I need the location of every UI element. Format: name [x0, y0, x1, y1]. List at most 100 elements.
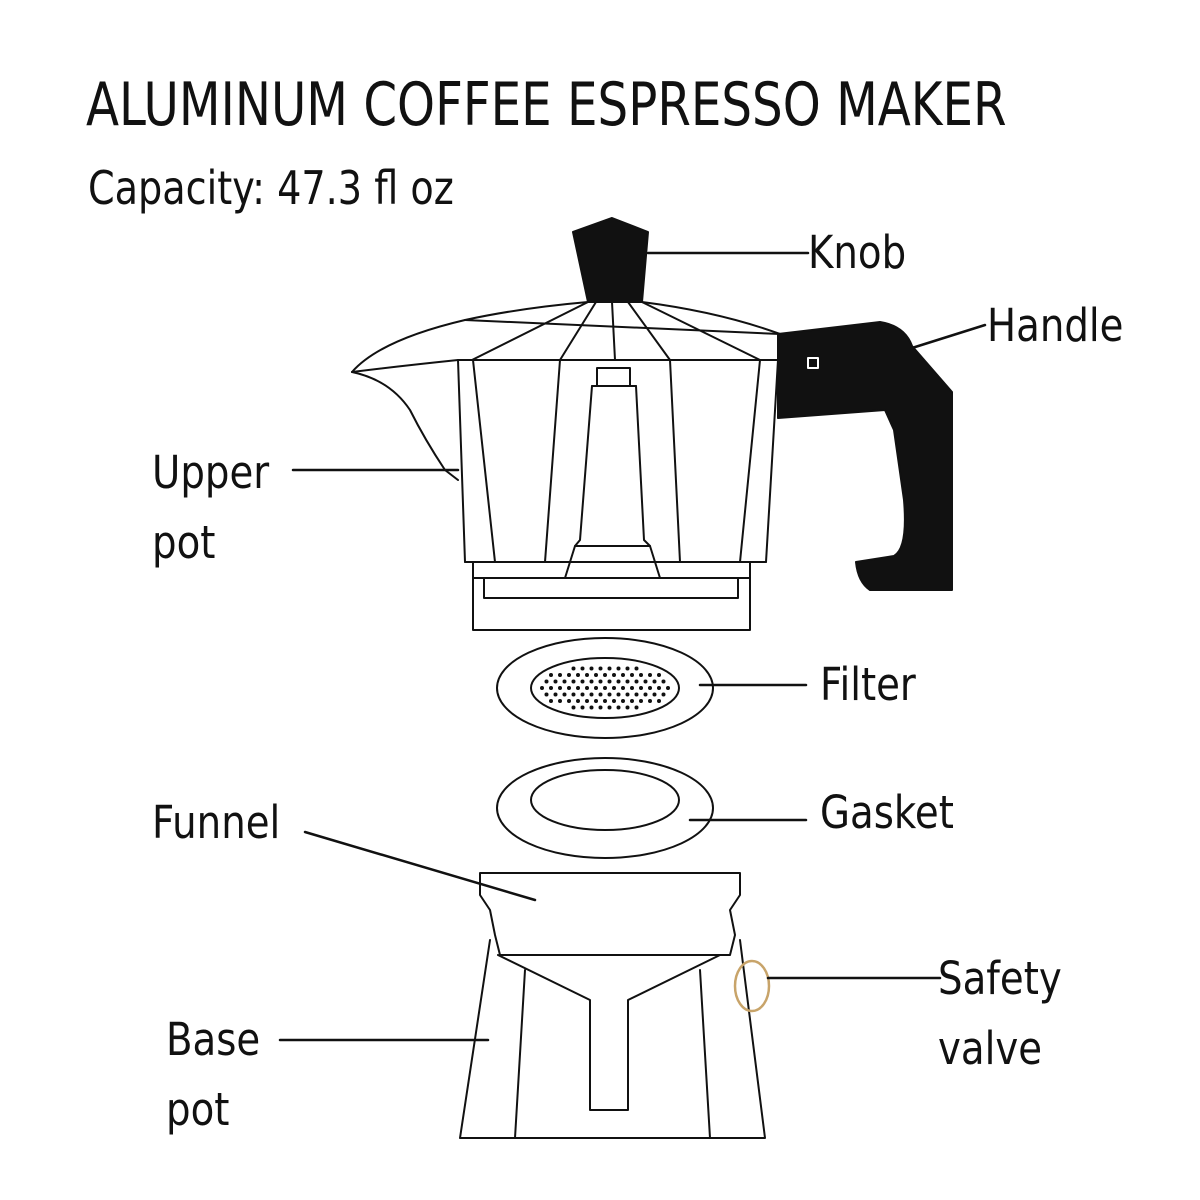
filter-hole [621, 699, 625, 703]
filter-hole [558, 686, 562, 690]
filter-hole [634, 705, 639, 710]
filter-hole [652, 692, 657, 697]
filter-hole [634, 666, 639, 671]
filter-hole [576, 673, 580, 677]
safety-valve-label-line1: Safety [938, 952, 1062, 1005]
gasket-label: Gasket [820, 786, 954, 839]
filter-hole [612, 686, 616, 690]
funnel-shape [479, 872, 741, 1111]
filter-hole [625, 679, 630, 684]
filter-hole [603, 673, 607, 677]
filter-hole [549, 673, 553, 677]
filter-hole [621, 673, 625, 677]
filter-shape [496, 637, 714, 739]
base-pot-label-line2: pot [166, 1083, 230, 1136]
filter-hole [625, 692, 630, 697]
filter-hole [639, 673, 643, 677]
filter-hole [625, 705, 630, 710]
filter-hole [625, 666, 630, 671]
filter-hole [562, 679, 567, 684]
filter-label: Filter [820, 658, 916, 711]
filter-hole [612, 699, 616, 703]
filter-hole [648, 673, 652, 677]
filter-hole [634, 679, 639, 684]
filter-hole [567, 686, 571, 690]
filter-hole [616, 692, 621, 697]
filter-hole [643, 692, 648, 697]
filter-hole [630, 673, 634, 677]
filter-hole [594, 686, 598, 690]
filter-hole [589, 705, 594, 710]
filter-hole [598, 692, 603, 697]
handle-rivet [807, 357, 819, 369]
filter-hole [567, 699, 571, 703]
safety-valve-label: Safety valve [938, 944, 1062, 1084]
filter-hole [657, 699, 661, 703]
filter-hole [598, 666, 603, 671]
filter-hole [576, 699, 580, 703]
filter-hole [630, 699, 634, 703]
upper-pot-bottom-ring [472, 561, 751, 631]
filter-hole [643, 679, 648, 684]
upper-pot-label-line1: Upper [152, 446, 270, 499]
filter-hole [580, 679, 585, 684]
filter-hole [607, 666, 612, 671]
filter-hole [594, 699, 598, 703]
filter-hole [612, 673, 616, 677]
filter-hole [603, 699, 607, 703]
filter-hole [571, 679, 576, 684]
knob-label: Knob [808, 226, 907, 279]
filter-holes [540, 666, 670, 710]
filter-hole [657, 673, 661, 677]
base-pot-shape [459, 939, 766, 1139]
filter-hole [639, 686, 643, 690]
filter-hole [648, 699, 652, 703]
filter-hole [544, 679, 549, 684]
handle-leader [910, 323, 987, 350]
filter-hole [603, 686, 607, 690]
filter-hole [580, 692, 585, 697]
filter-hole [616, 705, 621, 710]
page-title: ALUMINUM COFFEE ESPRESSO MAKER [86, 70, 1007, 140]
filter-hole [589, 679, 594, 684]
leader-lines [278, 251, 987, 1042]
filter-hole [616, 679, 621, 684]
filter-hole [652, 679, 657, 684]
filter-hole [607, 692, 612, 697]
filter-hole [571, 666, 576, 671]
knob-shape [572, 217, 649, 303]
handle-label: Handle [987, 299, 1124, 352]
filter-hole [616, 666, 621, 671]
filter-hole [558, 699, 562, 703]
lid [351, 301, 781, 373]
filter-hole [589, 666, 594, 671]
filter-hole [576, 686, 580, 690]
filter-hole [666, 686, 670, 690]
filter-hole [630, 686, 634, 690]
filter-hole [661, 679, 666, 684]
filter-hole [585, 699, 589, 703]
filter-hole [549, 686, 553, 690]
filter-hole [585, 686, 589, 690]
funnel-leader [303, 830, 537, 902]
filter-hole [598, 679, 603, 684]
filter-hole [553, 692, 558, 697]
filter-hole [589, 692, 594, 697]
safety-valve-circle [733, 959, 771, 1013]
safety-valve-label-line2: valve [938, 1022, 1043, 1075]
filter-hole [562, 692, 567, 697]
filter-hole [598, 705, 603, 710]
funnel-label: Funnel [152, 796, 281, 849]
filter-hole [571, 705, 576, 710]
filter-hole [657, 686, 661, 690]
upper-pot-label: Upper pot [152, 438, 269, 578]
base-pot-label: Base pot [166, 1005, 260, 1145]
upper-pot-label-line2: pot [152, 516, 216, 569]
filter-hole [580, 705, 585, 710]
filter-hole [558, 673, 562, 677]
filter-hole [580, 666, 585, 671]
gasket-shape [496, 757, 714, 859]
filter-hole [544, 692, 549, 697]
filter-hole [639, 699, 643, 703]
